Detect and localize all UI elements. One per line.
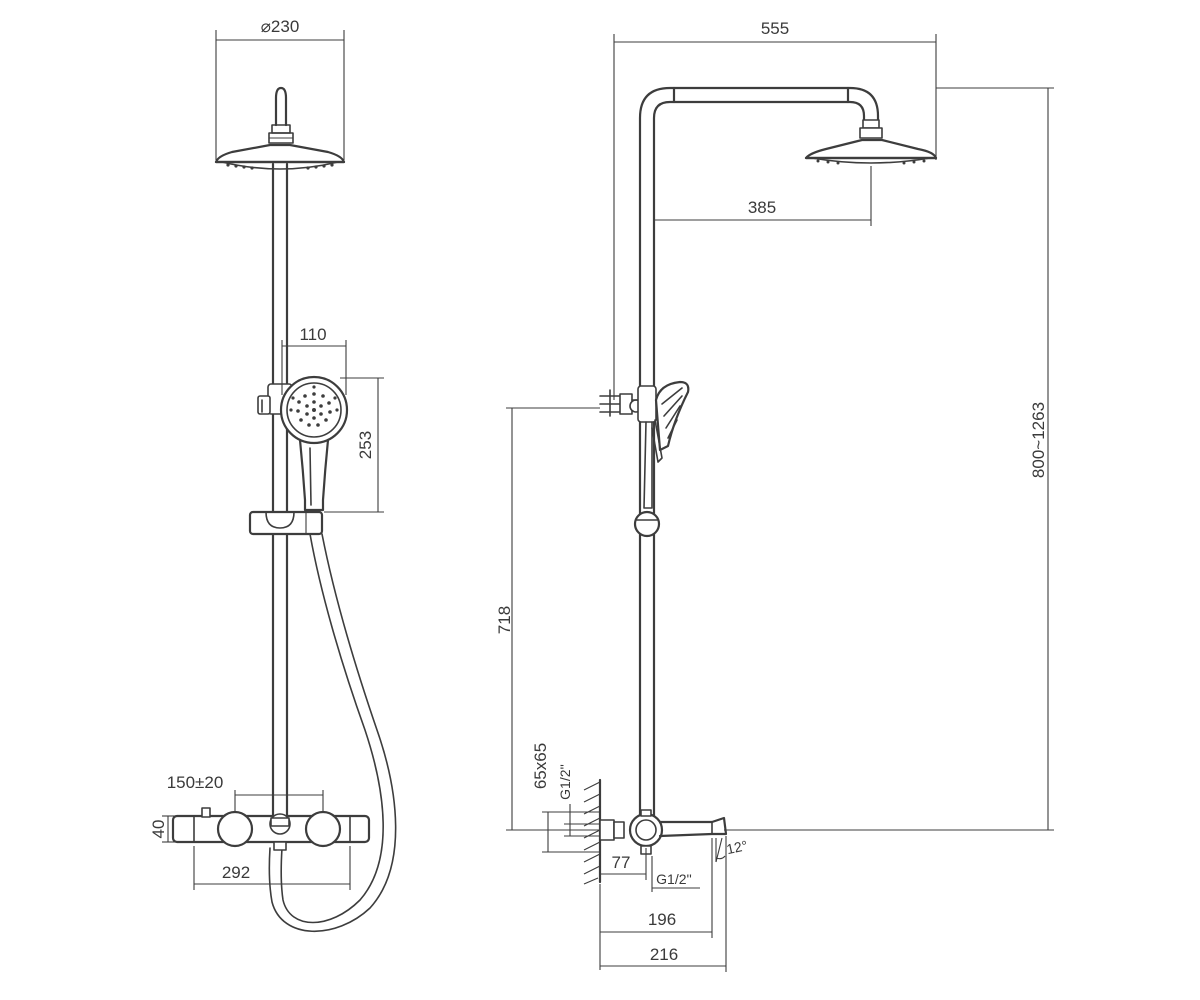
dim-handshower-width: 110	[281, 325, 347, 395]
handshower	[279, 375, 349, 512]
side-mixer	[599, 809, 728, 855]
handshower-length-label: 253	[356, 431, 375, 459]
dim-handshower-length: 253	[324, 377, 384, 513]
head-offset-label: 385	[748, 198, 776, 217]
dim-head-diameter: ⌀230	[215, 17, 345, 160]
dim-mixer-width: 292	[193, 846, 351, 890]
dim-wall-distance: 77	[600, 848, 647, 880]
side-riser-and-arm	[638, 86, 880, 832]
shower-hose	[268, 533, 397, 933]
front-view: ⌀230	[149, 17, 397, 933]
side-slider	[633, 510, 661, 538]
thermostatic-mixer	[171, 807, 371, 851]
dim-outlet-thread: G1/2''	[651, 856, 700, 892]
dim-head-offset: 385	[654, 166, 872, 226]
dim-mixer-centers: 150±20	[167, 773, 324, 812]
handshower-spray-pattern	[289, 385, 339, 427]
overhead-shower-head	[214, 86, 346, 170]
slider-holder	[248, 510, 324, 536]
outlet-thread-label: G1/2''	[656, 871, 692, 887]
mixer-height-label: 40	[149, 820, 168, 839]
side-view: 555 385	[495, 19, 1054, 972]
side-nozzle-dots	[816, 159, 926, 165]
side-overhead-head	[804, 119, 938, 165]
head-diameter-label: ⌀230	[261, 17, 300, 36]
spout-depth-2-label: 216	[650, 945, 678, 964]
dim-plate-size: 65x65	[531, 743, 600, 853]
wall-section	[583, 778, 602, 885]
mixer-centers-label: 150±20	[167, 773, 224, 792]
outlet-height-label: 718	[495, 606, 514, 634]
riser-rail	[271, 162, 289, 820]
dim-outlet-height: 718	[495, 407, 600, 831]
dim-spout-depth-1: 196	[599, 838, 713, 970]
dim-spout-angle: 12°	[715, 837, 749, 863]
spout-angle-label: 12°	[725, 837, 749, 857]
side-handshower	[637, 380, 690, 509]
wall-distance-label: 77	[612, 853, 631, 872]
dim-height-range: 800~1263	[724, 87, 1054, 831]
handshower-width-label: 110	[299, 325, 326, 344]
dim-spout-depth-2: 216	[600, 836, 727, 972]
plate-size-label: 65x65	[531, 743, 550, 789]
dim-arm-reach: 555	[613, 19, 937, 400]
dim-inlet-thread-wall: G1/2''	[557, 764, 600, 837]
spout-depth-1-label: 196	[648, 910, 676, 929]
inlet-thread-wall-label: G1/2''	[557, 764, 573, 800]
height-range-label: 800~1263	[1029, 402, 1048, 478]
nozzle-dots	[226, 163, 334, 170]
mixer-width-label: 292	[222, 863, 250, 882]
arm-reach-label: 555	[761, 19, 789, 38]
dim-mixer-height: 40	[149, 815, 176, 843]
upper-wall-bracket	[599, 389, 643, 417]
